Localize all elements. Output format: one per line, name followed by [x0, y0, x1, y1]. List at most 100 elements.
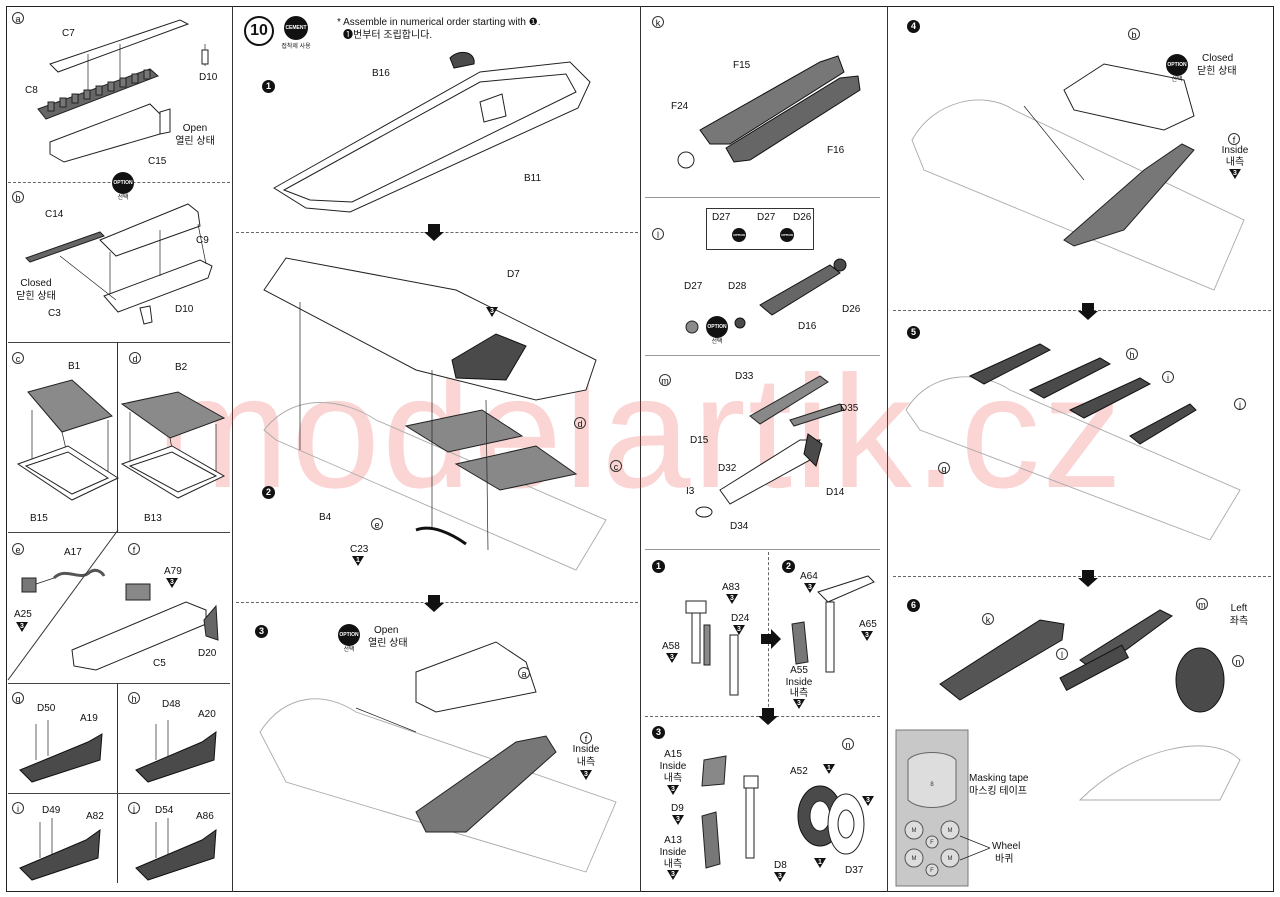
- right-step-6: 6: [907, 599, 920, 612]
- gear-1-drawing: [685, 600, 739, 696]
- label-f24: F24: [671, 101, 689, 112]
- label-a17: A17: [64, 547, 82, 558]
- state-closed-ko: 닫힌 상태: [16, 291, 56, 302]
- sub-m-drawing: [695, 375, 845, 518]
- callout-f: f: [580, 732, 592, 744]
- step-triangle: [486, 307, 498, 317]
- instruction-ko: ❶번부터 조립합니다.: [343, 30, 433, 41]
- step-1-drawing: [273, 51, 591, 213]
- step-6-drawing: [939, 609, 1241, 801]
- label-d27-box1: D27: [712, 212, 731, 223]
- label-i3: I3: [686, 486, 695, 497]
- callout-a: a: [518, 667, 530, 679]
- sub-marker-b: b: [12, 191, 24, 203]
- label-c7: C7: [62, 28, 75, 39]
- label-d10: D10: [199, 72, 218, 83]
- callout-c: c: [610, 460, 622, 472]
- option-caption: 선택: [117, 195, 129, 201]
- state-open-ko: 열린 상태: [175, 136, 215, 147]
- label-d8: D8: [774, 860, 787, 871]
- callout-l: l: [1056, 648, 1068, 660]
- label-d48: D48: [162, 699, 181, 710]
- label-a58: A58: [662, 641, 680, 652]
- sub-f-drawing: [71, 583, 219, 671]
- step-2-drawing: [263, 257, 607, 571]
- cement-badge: CEMENT: [284, 16, 308, 40]
- label-d16: D16: [798, 321, 817, 332]
- svg-text:M: M: [948, 856, 953, 862]
- label-d14: D14: [826, 487, 845, 498]
- state-closed-ko-4: 닫힌 상태: [1197, 66, 1237, 77]
- inside-ko-g2: 내측: [789, 688, 809, 699]
- label-d9: D9: [671, 803, 684, 814]
- label-c23: C23: [350, 544, 369, 555]
- label-a15: A15: [664, 749, 682, 760]
- svg-text:M: M: [912, 856, 917, 862]
- step-triangle: [1229, 169, 1241, 179]
- option-badge: OPTION: [706, 316, 728, 338]
- step-triangle: [166, 578, 178, 588]
- sub-marker-l: l: [652, 228, 664, 240]
- sub-marker-c: c: [12, 352, 24, 364]
- sub-marker-g: g: [12, 692, 24, 704]
- gear-step-3: 3: [652, 726, 665, 739]
- callout-m: m: [1196, 598, 1208, 610]
- masking-tape-en: Masking tape: [969, 773, 1029, 784]
- step-triangle: [774, 872, 786, 882]
- flow-arrow: [424, 224, 444, 241]
- option-badge-small: OPTION: [732, 228, 746, 242]
- instruction-en: * Assemble in numerical order starting w…: [337, 17, 541, 28]
- label-d28: D28: [728, 281, 747, 292]
- inside-ko-4: 내측: [1225, 157, 1245, 168]
- step-triangle: [823, 764, 835, 774]
- column-divider: [887, 6, 888, 892]
- sub-i-drawing: [19, 818, 101, 881]
- step-triangle: [666, 653, 678, 663]
- sub-j-drawing: [135, 818, 217, 881]
- section-divider: [645, 197, 880, 198]
- label-b13: B13: [144, 513, 162, 524]
- option-caption: 선택: [1171, 77, 1183, 83]
- inside-en-g3a: Inside: [659, 761, 687, 772]
- inside-en-g3b: Inside: [659, 847, 687, 858]
- option-badge: OPTION: [338, 624, 360, 646]
- sub-g-drawing: [19, 720, 103, 783]
- step-triangle: [793, 699, 805, 709]
- state-open-en-3: Open: [374, 625, 399, 636]
- label-a19: A19: [80, 713, 98, 724]
- sub-e-drawing: [21, 568, 106, 593]
- label-d33: D33: [735, 371, 754, 382]
- label-a13: A13: [664, 835, 682, 846]
- callout-k: k: [982, 613, 994, 625]
- section-divider: [645, 355, 880, 356]
- detail-box: [706, 208, 814, 250]
- label-c5: C5: [153, 658, 166, 669]
- state-open-ko-3: 열린 상태: [368, 638, 408, 649]
- step-triangle: [733, 625, 745, 635]
- gear-3-drawing: [701, 755, 865, 869]
- step-triangle: [862, 796, 874, 806]
- state-closed-en: Closed: [20, 278, 52, 289]
- state-open-en: Open: [182, 123, 208, 134]
- section-divider: [117, 342, 118, 532]
- callout-n: n: [842, 738, 854, 750]
- svg-text:M: M: [948, 828, 953, 834]
- inside-ko-g3a: 내측: [663, 773, 683, 784]
- flow-arrow: [424, 595, 444, 612]
- wheel-ko: 바퀴: [995, 854, 1014, 865]
- callout-i: i: [1162, 371, 1174, 383]
- step-triangle: [861, 631, 873, 641]
- step-2-marker: 2: [262, 486, 275, 499]
- svg-text:M: M: [912, 828, 917, 834]
- step-triangle: [580, 770, 592, 780]
- label-b2: B2: [175, 362, 188, 373]
- step-triangle: [726, 594, 738, 604]
- inside-ko-g3b: 내측: [663, 859, 683, 870]
- label-c3: C3: [48, 308, 61, 319]
- label-d34: D34: [730, 521, 749, 532]
- label-a20: A20: [198, 709, 216, 720]
- wheel-en: Wheel: [992, 841, 1021, 852]
- column-divider: [232, 6, 233, 892]
- callout-j: j: [1234, 398, 1246, 410]
- right-step-5: 5: [907, 326, 920, 339]
